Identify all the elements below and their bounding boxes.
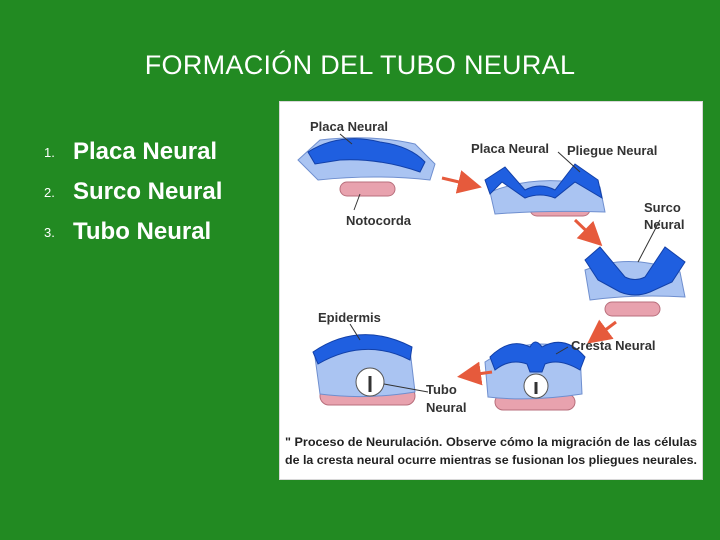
stage-neural-crest bbox=[484, 341, 586, 411]
leader-placa-1 bbox=[339, 133, 353, 145]
neurulation-figure: Placa Neural Notocorda Placa Neural Plie… bbox=[279, 101, 703, 480]
stage-neural-tube bbox=[312, 334, 416, 406]
list-item: 1. Placa Neural bbox=[44, 132, 222, 172]
label-pliegue-neural: Pliegue Neural bbox=[567, 143, 657, 158]
epidermis-layer bbox=[312, 334, 413, 365]
caption-line-1: " Proceso de Neurulación. Observe cómo l… bbox=[285, 437, 697, 449]
caption-line-2: de la cresta neural ocurre mientras se f… bbox=[285, 455, 697, 467]
stage-neural-folds bbox=[484, 163, 606, 217]
label-placa-neural-2: Placa Neural bbox=[471, 141, 549, 156]
list-number: 2. bbox=[44, 184, 55, 200]
stage-list: 1. Placa Neural 2. Surco Neural 3. Tubo … bbox=[44, 132, 222, 252]
stage-neural-groove bbox=[584, 246, 686, 317]
arrow-3 bbox=[587, 319, 617, 344]
label-placa-neural-1: Placa Neural bbox=[310, 119, 388, 134]
label-tubo-2: Neural bbox=[426, 400, 466, 415]
neural-groove bbox=[584, 246, 686, 296]
arrow-1 bbox=[441, 170, 482, 194]
leader-cresta bbox=[555, 346, 569, 355]
list-text: Placa Neural bbox=[73, 138, 218, 165]
leader-pliegue bbox=[557, 151, 581, 173]
label-notocorda: Notocorda bbox=[346, 213, 412, 228]
label-surco-2: Neural bbox=[644, 217, 684, 232]
notochord-3 bbox=[604, 301, 661, 317]
stage-neural-plate bbox=[297, 137, 436, 197]
leader-epidermis bbox=[349, 323, 361, 341]
list-text: Surco Neural bbox=[73, 178, 223, 205]
label-tubo-1: Tubo bbox=[426, 382, 457, 397]
neurulation-diagram: Placa Neural Notocorda Placa Neural Plie… bbox=[285, 119, 697, 467]
label-surco-1: Surco bbox=[644, 200, 681, 215]
neural-folds bbox=[484, 163, 603, 200]
list-text: Tubo Neural bbox=[73, 218, 212, 245]
arrow-4 bbox=[457, 361, 493, 386]
leader-surco bbox=[637, 219, 661, 263]
leader-tubo bbox=[383, 383, 429, 393]
list-item: 3. Tubo Neural bbox=[44, 212, 222, 252]
list-item: 2. Surco Neural bbox=[44, 172, 222, 212]
neural-crest bbox=[489, 341, 586, 373]
notochord-1 bbox=[339, 181, 396, 197]
slide-title: FORMACIÓN DEL TUBO NEURAL bbox=[144, 50, 576, 80]
leader-notocorda bbox=[353, 193, 361, 211]
label-cresta-neural: Cresta Neural bbox=[571, 338, 656, 353]
list-number: 1. bbox=[44, 144, 55, 160]
label-epidermis: Epidermis bbox=[318, 310, 381, 325]
list-number: 3. bbox=[44, 224, 55, 240]
arrow-2 bbox=[573, 218, 603, 247]
